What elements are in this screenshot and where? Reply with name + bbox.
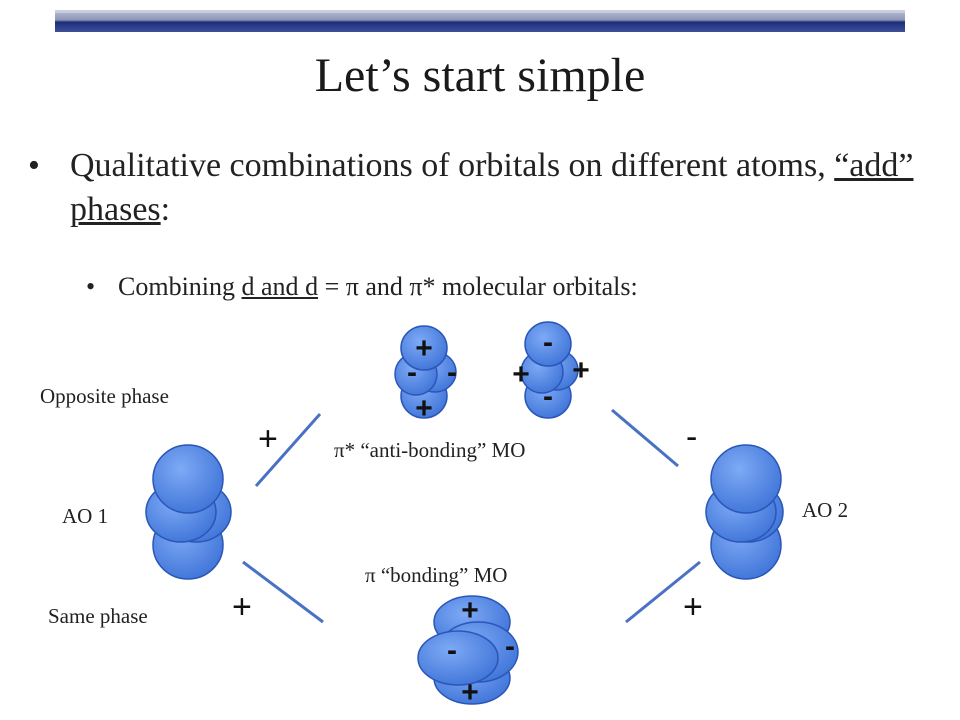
bonding-top-sign: + (461, 594, 479, 627)
bullet-dot: • (86, 272, 96, 301)
header-decoration-bar (55, 10, 905, 32)
ab-right-top-sign: - (543, 326, 553, 359)
ao2-label: AO 2 (802, 498, 849, 522)
bonding-mo-label: π “bonding” MO (365, 563, 508, 587)
bonding-orbital (417, 595, 519, 705)
ao1-label: AO 1 (62, 504, 109, 528)
ab-left-right-sign: - (447, 356, 457, 389)
ao2-to-bonding-line (625, 560, 701, 624)
ab-left-top-sign: + (415, 332, 433, 365)
ao2-antibonding-sign: - (686, 418, 698, 456)
bullet-text: Qualitative combinations of orbitals on … (70, 147, 914, 228)
ab-right-right-sign: + (572, 354, 590, 387)
antibonding-mo-label: π* “anti-bonding” MO (334, 438, 526, 462)
ao2-orbital (705, 444, 784, 580)
antibonding-left-orbital (394, 325, 457, 419)
ao1-to-antibonding-line (254, 413, 322, 487)
ao2-bonding-sign: + (683, 588, 703, 626)
ao1-antibonding-sign: + (258, 420, 278, 458)
antibonding-right-orbital (520, 321, 579, 419)
bonding-bottom-sign: + (461, 676, 479, 709)
bonding-left-sign: - (447, 634, 457, 667)
bullet-text: Combining d and d = π and π* molecular o… (118, 272, 638, 301)
same-phase-label: Same phase (48, 604, 148, 628)
ab-right-left-sign: + (512, 358, 530, 391)
ao1-bonding-sign: + (232, 588, 252, 626)
opposite-phase-label: Opposite phase (40, 384, 169, 408)
ab-left-left-sign: - (407, 356, 417, 389)
ao1-orbital (145, 444, 232, 580)
ao2-to-antibonding-line (611, 408, 679, 468)
ab-left-bottom-sign: + (415, 392, 433, 425)
ao1-to-bonding-line (242, 560, 324, 624)
slide-title: Let’s start simple (314, 49, 646, 102)
bonding-right-sign: - (505, 630, 515, 663)
bullet-dot: • (28, 147, 40, 184)
ab-right-bottom-sign: - (543, 380, 553, 413)
add-phases-text: “add” phases (70, 147, 914, 228)
